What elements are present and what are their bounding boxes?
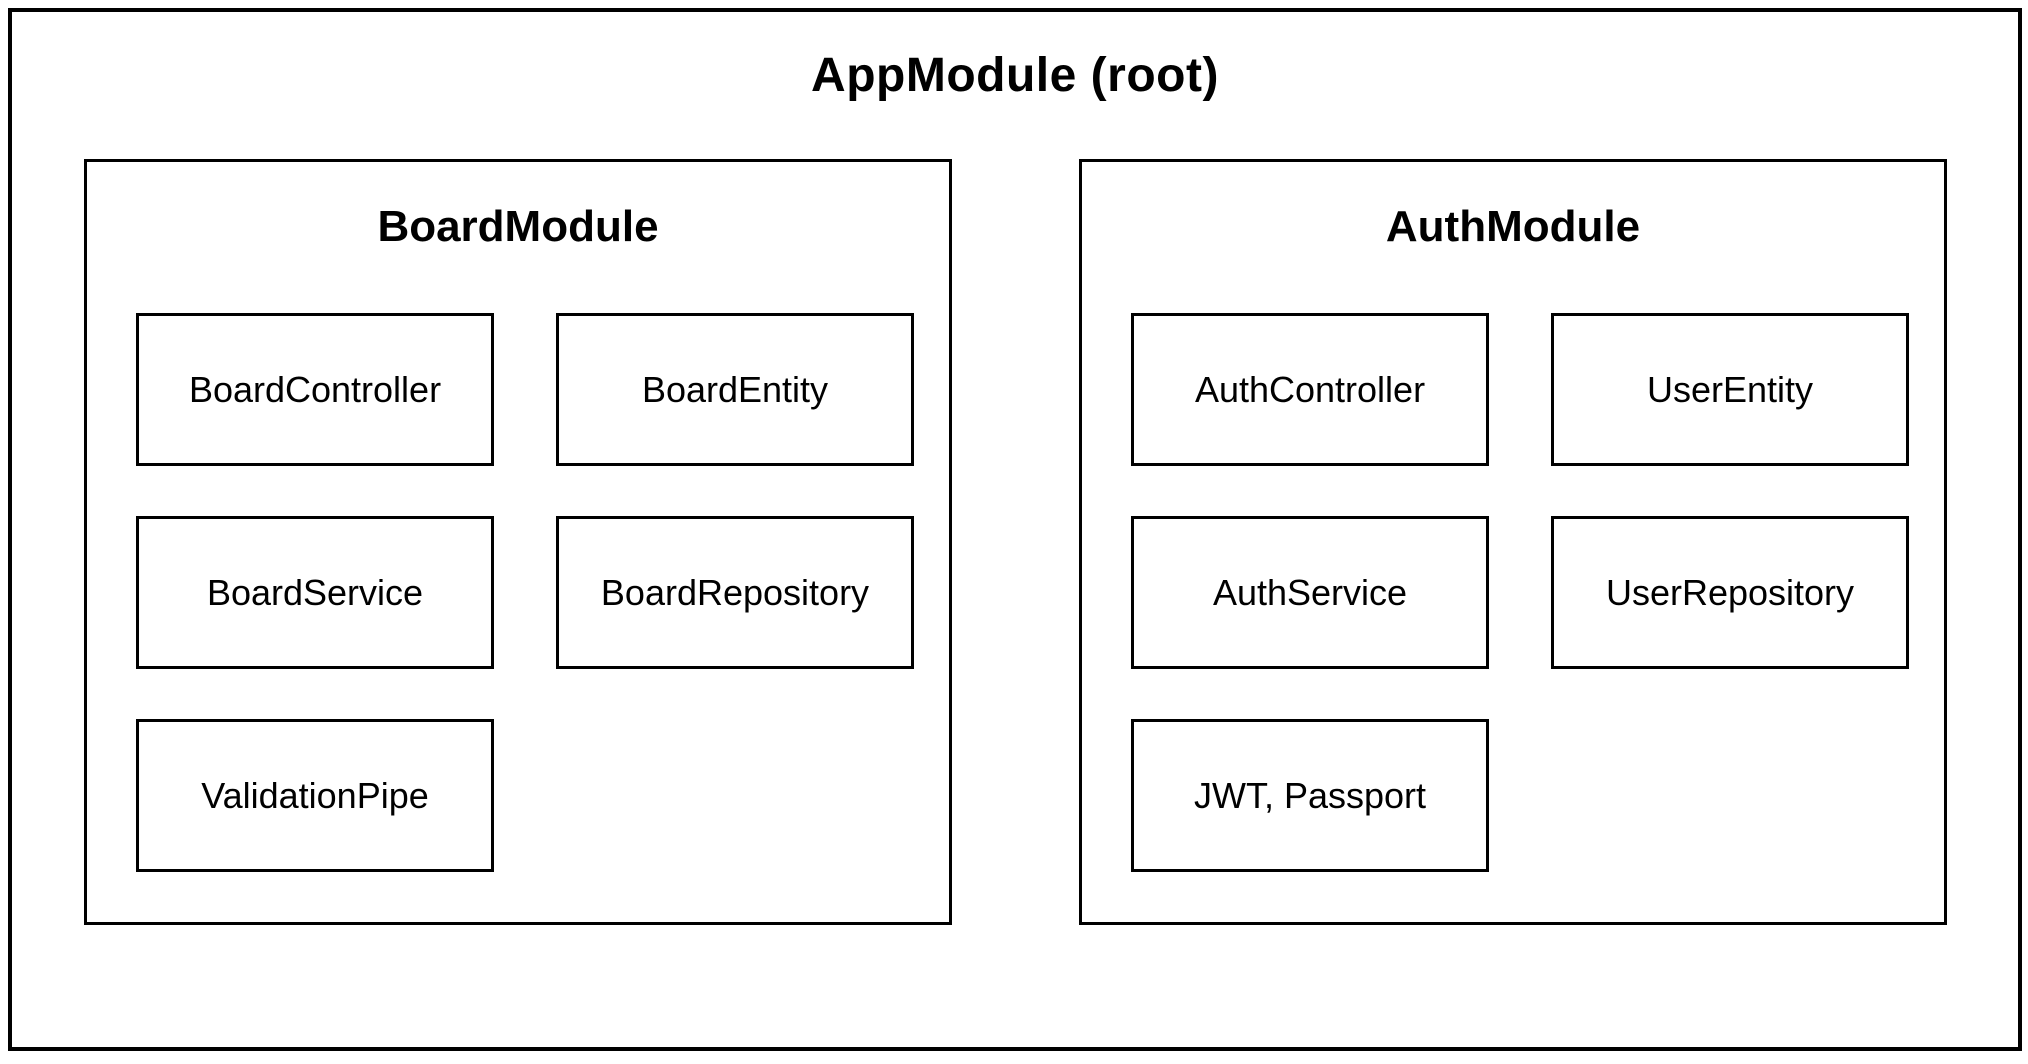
board-controller-box: BoardController bbox=[136, 313, 494, 466]
app-module-title: AppModule (root) bbox=[811, 49, 1219, 102]
board-module-children: BoardController BoardEntity BoardService… bbox=[136, 313, 914, 872]
board-service-box: BoardService bbox=[136, 516, 494, 669]
app-module-frame: AppModule (root) BoardModule BoardContro… bbox=[8, 8, 2022, 1051]
board-module-box: BoardModule BoardController BoardEntity … bbox=[84, 159, 952, 925]
auth-module-children: AuthController UserEntity AuthService Us… bbox=[1131, 313, 1909, 872]
jwt-passport-box: JWT, Passport bbox=[1131, 719, 1489, 872]
user-repository-box: UserRepository bbox=[1551, 516, 1909, 669]
auth-module-title: AuthModule bbox=[1385, 202, 1641, 251]
validation-pipe-box: ValidationPipe bbox=[136, 719, 494, 872]
auth-module-box: AuthModule AuthController UserEntity Aut… bbox=[1079, 159, 1947, 925]
user-entity-box: UserEntity bbox=[1551, 313, 1909, 466]
board-entity-box: BoardEntity bbox=[556, 313, 914, 466]
board-repository-box: BoardRepository bbox=[556, 516, 914, 669]
auth-controller-box: AuthController bbox=[1131, 313, 1489, 466]
auth-service-box: AuthService bbox=[1131, 516, 1489, 669]
board-module-title: BoardModule bbox=[377, 202, 659, 251]
